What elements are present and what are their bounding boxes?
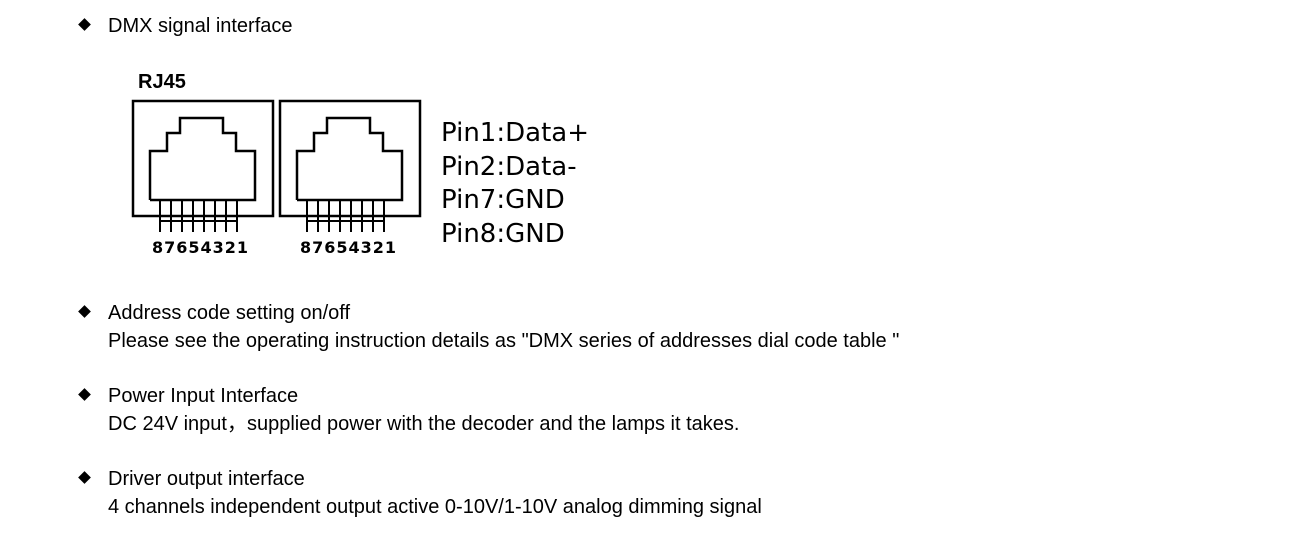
section-title: Address code setting on/off bbox=[108, 302, 351, 324]
pin-signal: GND bbox=[505, 185, 565, 215]
pin-name: Pin1 bbox=[441, 118, 497, 148]
pin-assignment: Pin2:Data- bbox=[441, 152, 577, 182]
rj45-port-right bbox=[278, 99, 422, 232]
pin-name: Pin8 bbox=[441, 219, 497, 249]
pin-signal: Data- bbox=[505, 152, 577, 182]
rj45-label: RJ45 bbox=[138, 71, 186, 93]
pin-numbers-left: 87654321 bbox=[152, 238, 250, 257]
section-description: Please see the operating instruction det… bbox=[108, 330, 900, 352]
pin-assignment: Pin1:Data+ bbox=[441, 118, 589, 148]
section-title: DMX signal interface bbox=[108, 15, 293, 37]
pin-name: Pin2 bbox=[441, 152, 497, 182]
section-description: DC 24V input，supplied power with the dec… bbox=[108, 413, 740, 435]
pin-signal: Data+ bbox=[505, 118, 589, 148]
rj45-port-left bbox=[131, 99, 275, 232]
pin-assignment: Pin8:GND bbox=[441, 219, 565, 249]
section-description: 4 channels independent output active 0-1… bbox=[108, 496, 762, 518]
pin-name: Pin7 bbox=[441, 185, 497, 215]
pin-signal: GND bbox=[505, 219, 565, 249]
section-title: Driver output interface bbox=[108, 468, 305, 490]
pin-assignment: Pin7:GND bbox=[441, 185, 565, 215]
pin-numbers-right: 87654321 bbox=[300, 238, 398, 257]
section-title: Power Input Interface bbox=[108, 385, 299, 407]
